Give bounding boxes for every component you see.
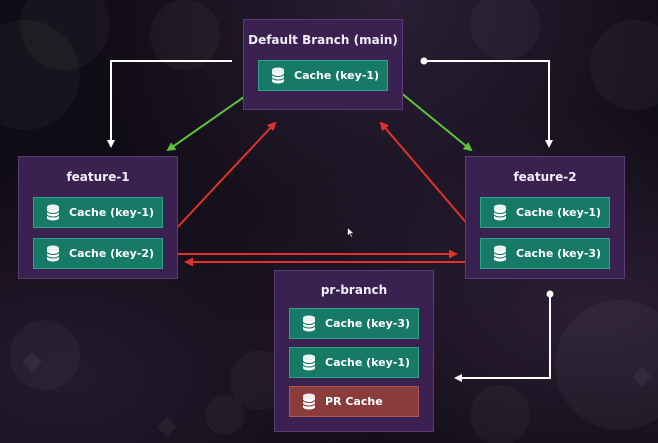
arrow-origin-dot — [420, 57, 428, 65]
branch-title: feature-1 — [66, 170, 130, 184]
cache-entry: Cache (key-1) — [289, 347, 419, 378]
cache-entry: Cache (key-3) — [480, 238, 610, 269]
cache-label: Cache (key-3) — [325, 317, 411, 330]
branch-title: Default Branch (main) — [248, 33, 398, 47]
cache-label: Cache (key-1) — [516, 206, 602, 219]
cache-label: PR Cache — [325, 395, 383, 408]
branch-main: Default Branch (main) Cache (key-1) — [243, 19, 403, 110]
cache-entry: Cache (key-1) — [33, 197, 163, 228]
cache-label: Cache (key-3) — [516, 247, 602, 260]
branch-flow-arrows — [107, 60, 553, 382]
database-icon — [302, 393, 316, 410]
arrow-feature-1-cache-to-main — [158, 121, 277, 248]
cache-label: Cache (key-1) — [69, 206, 155, 219]
database-icon — [46, 245, 60, 262]
cache-entry: Cache (key-2) — [33, 238, 163, 269]
arrow-origin-dot — [546, 290, 554, 298]
cache-access-denied-arrows — [158, 121, 488, 267]
cache-entry: Cache (key-1) — [480, 197, 610, 228]
cache-label: Cache (key-2) — [69, 247, 155, 260]
branch-pr: pr-branch Cache (key-3) Cache (key-1) — [274, 270, 434, 432]
database-icon — [493, 245, 507, 262]
database-icon — [493, 204, 507, 221]
arrow-main-to-feature-1 — [107, 60, 232, 148]
cache-entry: Cache (key-1) — [258, 60, 388, 91]
database-icon — [302, 354, 316, 371]
database-icon — [271, 67, 285, 84]
branch-feature-2: feature-2 Cache (key-1) Cache (key-3) — [465, 156, 625, 279]
branch-feature-1: feature-1 Cache (key-1) Cache (key-2) — [18, 156, 178, 279]
arrow-main-to-feature-2 — [424, 60, 553, 148]
pr-cache-entry: PR Cache — [289, 386, 419, 417]
branch-title: feature-2 — [513, 170, 577, 184]
cache-label: Cache (key-1) — [325, 356, 411, 369]
cache-entry: Cache (key-3) — [289, 308, 419, 339]
cache-label: Cache (key-1) — [294, 69, 380, 82]
arrow-feature-2-to-pr-branch — [454, 294, 551, 382]
database-icon — [302, 315, 316, 332]
mouse-cursor-icon — [347, 227, 355, 238]
database-icon — [46, 204, 60, 221]
branch-title: pr-branch — [320, 283, 388, 297]
